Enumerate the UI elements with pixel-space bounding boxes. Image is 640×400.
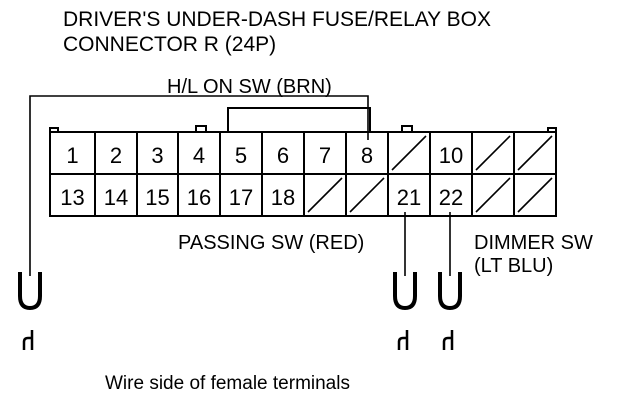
pin-number: 6	[277, 143, 289, 168]
pin-number: 14	[104, 185, 128, 210]
empty-pin-slash	[391, 135, 427, 171]
empty-pin-slash	[517, 177, 553, 213]
pin-number: 18	[271, 185, 295, 210]
dimmer-sw-label-line2: (LT BLU)	[474, 255, 553, 277]
pin-number: 22	[439, 185, 463, 210]
pin-number: 8	[361, 143, 373, 168]
pin-number: 1	[66, 143, 78, 168]
pin-number: 10	[439, 143, 463, 168]
pin-number: 3	[151, 143, 163, 168]
terminal-passing-sw	[393, 272, 417, 350]
diagram-title-line2: CONNECTOR R (24P)	[63, 33, 276, 56]
hl-on-sw-wire	[29, 95, 369, 276]
pin-number: 2	[110, 143, 122, 168]
pin-number: 21	[397, 185, 421, 210]
terminal-hl-on-sw	[18, 272, 42, 350]
pin-number: 15	[145, 185, 169, 210]
pin-number: 13	[60, 185, 84, 210]
passing-sw-label: PASSING SW (RED)	[178, 232, 364, 254]
pin-number: 7	[319, 143, 331, 168]
pin-cell	[513, 173, 557, 217]
dimmer-sw-label-line1: DIMMER SW	[474, 232, 593, 254]
pin-number: 4	[193, 143, 205, 168]
diagram-title-line1: DRIVER'S UNDER-DASH FUSE/RELAY BOX	[63, 8, 491, 31]
pin-grid: 1 2 3 4 5 6 7 8 10 13 14 15 16 17 18 21 22	[49, 131, 557, 217]
pin-number: 5	[235, 143, 247, 168]
pin-number: 17	[229, 185, 253, 210]
empty-pin-slash	[349, 177, 385, 213]
empty-pin-slash	[517, 135, 553, 171]
empty-pin-slash	[307, 177, 343, 213]
empty-pin-slash	[475, 177, 511, 213]
pin-number: 16	[187, 185, 211, 210]
caption: Wire side of female terminals	[105, 373, 350, 394]
terminal-dimmer-sw	[438, 272, 462, 350]
hl-on-sw-label: H/L ON SW (BRN)	[167, 76, 332, 98]
empty-pin-slash	[475, 135, 511, 171]
